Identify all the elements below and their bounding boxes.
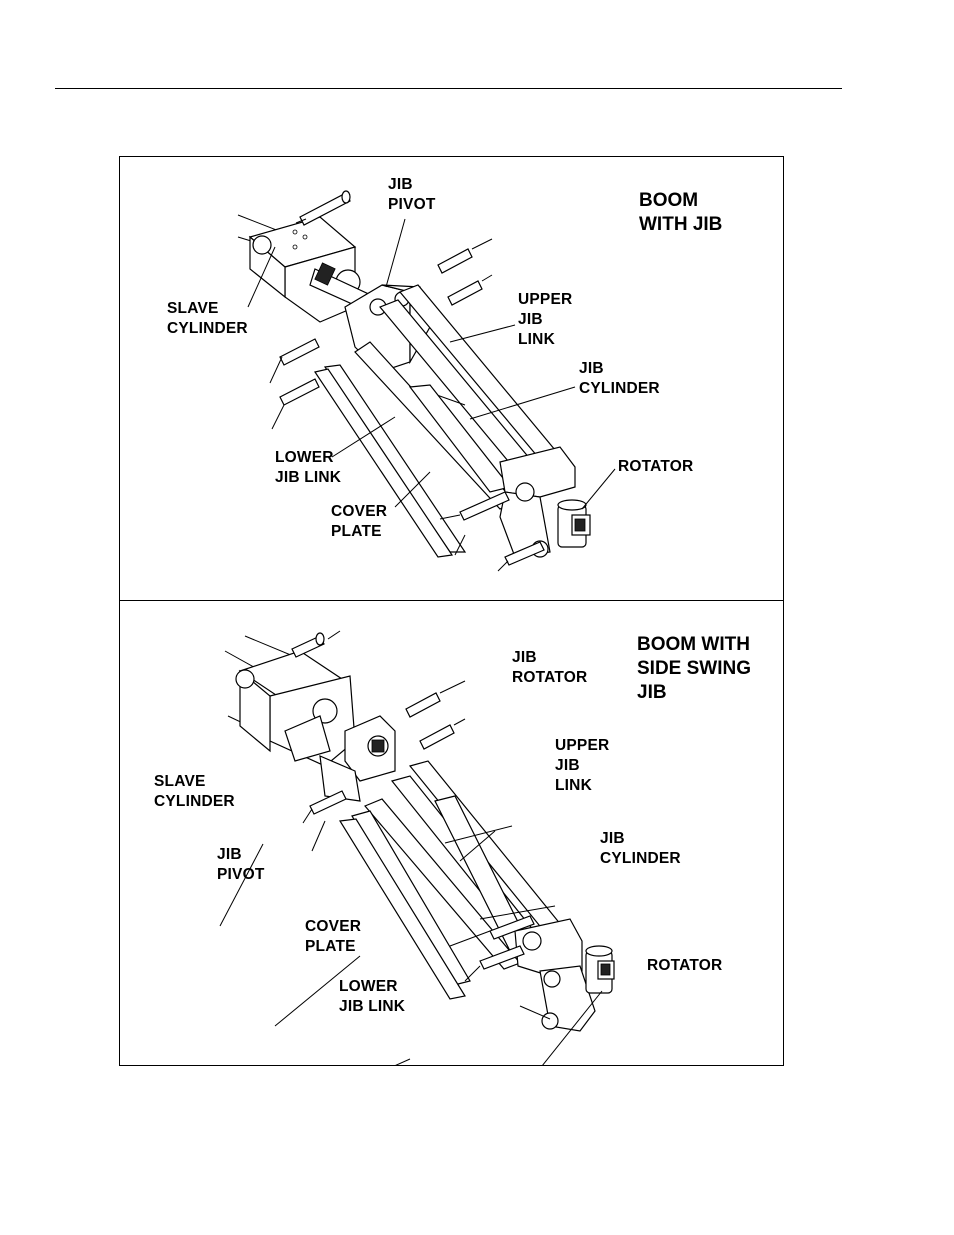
label-rotator: ROTATOR <box>647 956 722 976</box>
label-jib-pivot: JIB PIVOT <box>217 845 265 885</box>
label-jib-cylinder: JIB CYLINDER <box>579 359 660 399</box>
label-lower-jib-link: LOWER JIB LINK <box>339 977 405 1017</box>
label-cover-plate: COVER PLATE <box>331 502 387 542</box>
label-lower-jib-link: LOWER JIB LINK <box>275 448 341 488</box>
panel-title: BOOM WITH JIB <box>639 189 722 237</box>
label-upper-jib-link: UPPER JIB LINK <box>518 290 572 350</box>
label-slave-cylinder: SLAVE CYLINDER <box>154 772 235 812</box>
label-jib-pivot: JIB PIVOT <box>388 175 436 215</box>
label-cover-plate: COVER PLATE <box>305 917 361 957</box>
panel-2-labels: BOOM WITH SIDE SWING JIB JIB ROTATOR UPP… <box>119 600 784 1066</box>
panel-title: BOOM WITH SIDE SWING JIB <box>637 633 751 705</box>
label-jib-cylinder: JIB CYLINDER <box>600 829 681 869</box>
label-upper-jib-link: UPPER JIB LINK <box>555 736 609 796</box>
label-rotator: ROTATOR <box>618 457 693 477</box>
boom-section <box>238 215 360 322</box>
header-rule <box>55 88 842 89</box>
panel-boom-with-jib: BOOM WITH JIB JIB PIVOT SLAVE CYLINDER U… <box>120 157 783 602</box>
label-slave-cylinder: SLAVE CYLINDER <box>167 299 248 339</box>
label-jib-rotator: JIB ROTATOR <box>512 648 587 688</box>
rotator-part <box>558 500 590 547</box>
